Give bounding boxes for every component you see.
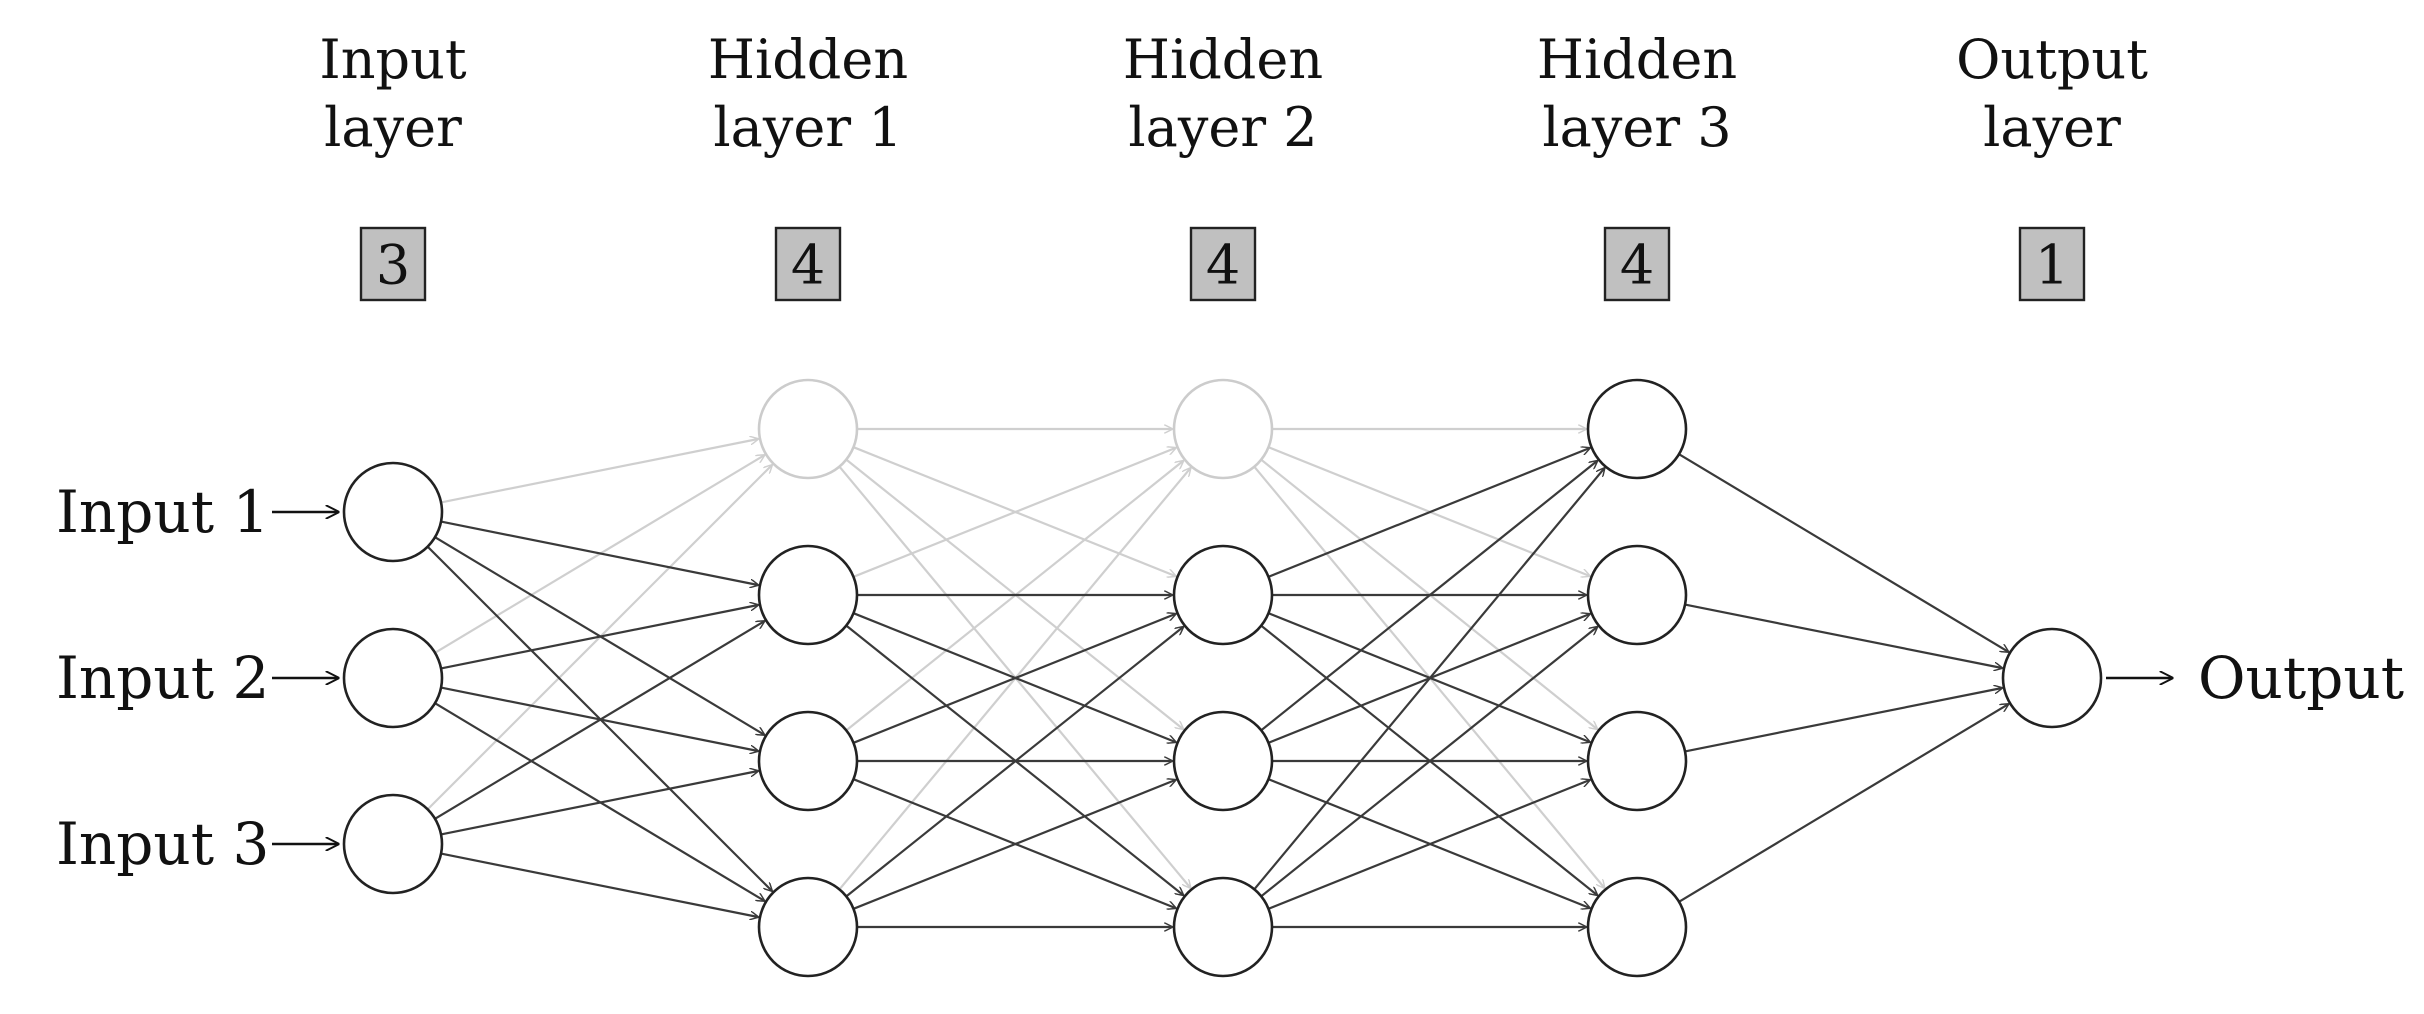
output-label: Output xyxy=(2198,644,2404,712)
output-layer-count-box xyxy=(2018,226,2086,302)
connection-l3n1-l4n0 xyxy=(1684,603,2002,668)
connection-l0n0-l1n0 xyxy=(440,439,758,504)
connection-l2n2-l3n0 xyxy=(1260,461,1597,732)
connection-l3n0-l4n0 xyxy=(1678,453,2008,652)
neuron-layer0-2 xyxy=(342,627,444,729)
neuron-layer0-3 xyxy=(342,793,444,895)
connection-l0n1-l1n1 xyxy=(440,605,758,670)
neuron-layer2-3 xyxy=(1172,710,1274,812)
neuron-layer1-3 xyxy=(757,710,859,812)
hidden-layer-1-title-line2: layer 1 xyxy=(713,96,902,159)
inactive-connections xyxy=(426,429,1605,891)
hidden-layer-1-title-line1: Hidden xyxy=(708,28,908,91)
neuron-layer3-2 xyxy=(1586,544,1688,646)
output-label-group: Output xyxy=(2106,644,2404,712)
hidden-layer-1-count-box xyxy=(774,226,842,302)
connection-l2n1-l3n0 xyxy=(1268,448,1590,578)
connection-l1n2-l2n1 xyxy=(853,614,1176,744)
layer-titles: Input layer Hidden layer 1 Hidden layer … xyxy=(319,28,2148,159)
input-2-label: Input 2 xyxy=(56,644,269,712)
layer-count-boxes: 3 4 4 4 1 xyxy=(359,226,2086,302)
hidden-layer-2-count: 4 xyxy=(1206,234,1240,297)
connection-l3n3-l4n0 xyxy=(1678,704,2008,903)
neuron-layer2-4 xyxy=(1172,876,1274,978)
connection-l1n3-l2n1 xyxy=(845,627,1183,898)
neuron-layer1-2 xyxy=(757,544,859,646)
connection-l1n1-l2n0 xyxy=(853,448,1176,578)
neuron-layer4-1 xyxy=(2001,627,2103,729)
neuron-layer3-1 xyxy=(1586,378,1688,480)
connection-l0n2-l1n2 xyxy=(440,771,758,836)
output-layer-count: 1 xyxy=(2035,234,2069,297)
output-layer-title-line2: layer xyxy=(1983,96,2121,159)
hidden-layer-3-count-box xyxy=(1603,226,1671,302)
neuron-layer0-1 xyxy=(342,461,444,563)
connection-l1n3-l2n2 xyxy=(853,780,1176,910)
hidden-layer-2-title-line1: Hidden xyxy=(1123,28,1323,91)
neuron-layer3-4 xyxy=(1586,876,1688,978)
connection-l2n3-l3n1 xyxy=(1260,627,1597,898)
connection-l0n0-l1n1 xyxy=(440,520,758,585)
connection-l2n3-l3n0 xyxy=(1253,468,1604,891)
input-layer-count-box xyxy=(359,226,427,302)
neuron-layer2-2 xyxy=(1172,544,1274,646)
output-layer-title-line1: Output xyxy=(1956,28,2148,91)
hidden-layer-3-count: 4 xyxy=(1620,234,1654,297)
hidden-layer-3-title-line1: Hidden xyxy=(1537,28,1737,91)
neuron-layer1-1 xyxy=(757,378,859,480)
input-3-label: Input 3 xyxy=(56,810,269,878)
connection-l0n2-l1n3 xyxy=(440,852,758,917)
hidden-layer-2-count-box xyxy=(1189,226,1257,302)
neurons xyxy=(342,378,2103,978)
input-layer-title-line2: layer xyxy=(324,96,462,159)
active-connections xyxy=(426,448,2009,927)
connection-l0n2-l1n1 xyxy=(434,621,764,820)
neuron-layer1-4 xyxy=(757,876,859,978)
hidden-layer-1-count: 4 xyxy=(791,234,825,297)
hidden-layer-3-title-line2: layer 3 xyxy=(1542,96,1731,159)
neuron-layer3-3 xyxy=(1586,710,1688,812)
connection-l3n2-l4n0 xyxy=(1684,688,2002,753)
connection-l2n3-l3n2 xyxy=(1268,780,1590,910)
input-layer-title-line1: Input xyxy=(319,28,466,91)
input-1-label: Input 1 xyxy=(56,478,269,546)
input-layer-count: 3 xyxy=(376,234,410,297)
hidden-layer-2-title-line2: layer 2 xyxy=(1128,96,1317,159)
input-labels: Input 1 Input 2 Input 3 xyxy=(56,478,338,878)
neuron-layer2-1 xyxy=(1172,378,1274,480)
